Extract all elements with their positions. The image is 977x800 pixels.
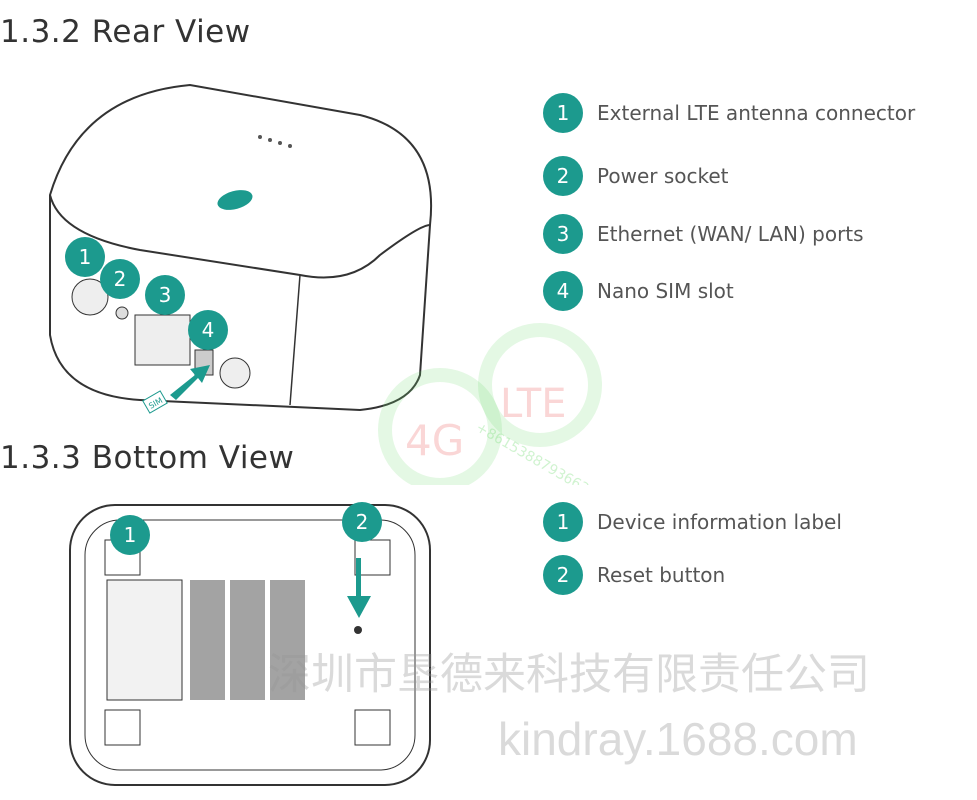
svg-text:4: 4 xyxy=(202,318,215,342)
reset-arrow-icon xyxy=(347,558,371,618)
callout-1: 1 xyxy=(65,237,105,277)
company-watermark: 深圳市垦德来科技有限责任公司 xyxy=(268,651,870,699)
rear-view-illustration: 1 2 3 4 SIM xyxy=(49,83,433,414)
rear-view-heading: 1.3.2 Rear View xyxy=(0,14,251,50)
svg-text:1: 1 xyxy=(124,523,137,547)
callout-2: 2 xyxy=(100,259,140,299)
watermark-logo: 4G LTE +8615388793663 xyxy=(378,323,602,485)
svg-text:LTE: LTE xyxy=(500,381,566,427)
svg-text:2: 2 xyxy=(356,510,369,534)
callout-2: 2 xyxy=(342,502,382,542)
svg-text:2: 2 xyxy=(114,267,127,291)
callout-1: 1 xyxy=(110,515,150,555)
svg-text:1: 1 xyxy=(79,245,92,269)
svg-text:4G: 4G xyxy=(405,416,464,465)
bottom-view-heading: 1.3.3 Bottom View xyxy=(0,440,295,476)
callout-4: 4 xyxy=(188,310,228,350)
site-watermark: kindray.1688.com xyxy=(498,713,858,765)
sim-insert-arrow-icon xyxy=(170,365,210,400)
svg-text:3: 3 xyxy=(159,283,172,307)
bottom-view-illustration: 1 2 xyxy=(69,502,431,786)
callout-3: 3 xyxy=(145,275,185,315)
